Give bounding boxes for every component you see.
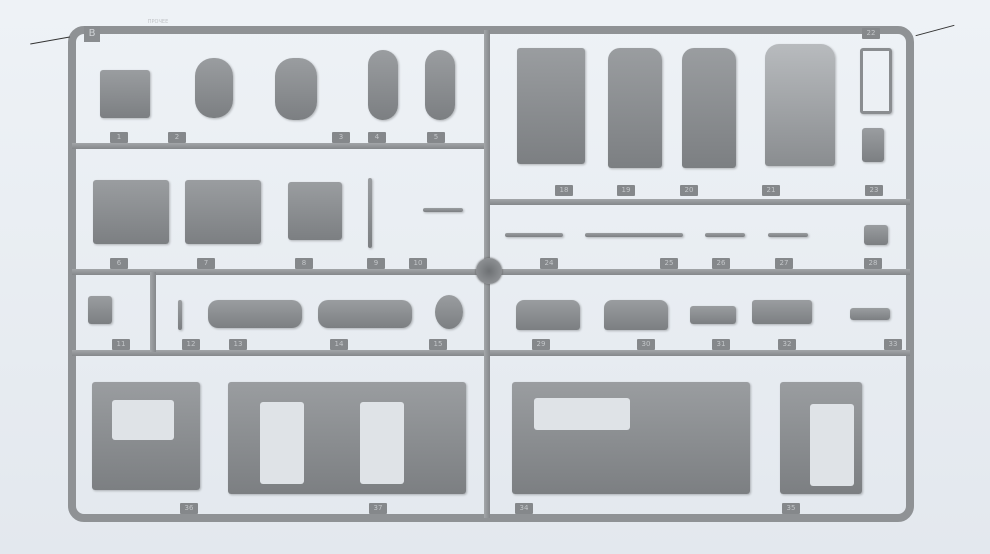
part-number-tag: 36 — [180, 503, 198, 514]
sprue-code: ПРОЧЕЕ — [147, 19, 169, 25]
part-3 — [275, 58, 317, 120]
part-10 — [423, 208, 463, 212]
runner — [72, 350, 910, 356]
part-37 — [228, 382, 466, 494]
runner — [487, 199, 910, 205]
part-29 — [516, 300, 580, 330]
part-number-tag: 4 — [368, 132, 386, 143]
part-number-tag: 18 — [555, 185, 573, 196]
part-5 — [425, 50, 455, 120]
part-20 — [682, 48, 736, 168]
part-28 — [864, 225, 888, 245]
part-number-tag: 29 — [532, 339, 550, 350]
part-number-tag: 7 — [197, 258, 215, 269]
part-27 — [768, 233, 808, 237]
part-number-tag: 12 — [182, 339, 200, 350]
part-1 — [100, 70, 150, 118]
part-number-tag: 13 — [229, 339, 247, 350]
part-number-tag: 25 — [660, 258, 678, 269]
sprue-letter: B — [84, 26, 100, 42]
wire — [30, 36, 70, 45]
part-number-tag: 22 — [862, 28, 880, 39]
part-number-tag: 19 — [617, 185, 635, 196]
part-number-tag: 8 — [295, 258, 313, 269]
part-number-tag: 9 — [367, 258, 385, 269]
part-26 — [705, 233, 745, 237]
part-25 — [585, 233, 683, 237]
part-7 — [185, 180, 261, 244]
part-number-tag: 20 — [680, 185, 698, 196]
part-number-tag: 6 — [110, 258, 128, 269]
part-23 — [862, 128, 884, 162]
part-8 — [288, 182, 342, 240]
part-number-tag: 37 — [369, 503, 387, 514]
runner — [150, 272, 156, 352]
part-number-tag: 11 — [112, 339, 130, 350]
part-number-tag: 15 — [429, 339, 447, 350]
part-number-tag: 1 — [110, 132, 128, 143]
wire — [915, 24, 955, 37]
part-6 — [93, 180, 169, 244]
part-number-tag: 31 — [712, 339, 730, 350]
part-34 — [512, 382, 750, 494]
part-15 — [435, 295, 463, 329]
part-19 — [608, 48, 662, 168]
part-24 — [505, 233, 563, 237]
part-13 — [208, 300, 302, 328]
part-number-tag: 23 — [865, 185, 883, 196]
part-number-tag: 33 — [884, 339, 902, 350]
sprue-hub — [476, 258, 502, 284]
part-36 — [92, 382, 200, 490]
part-11 — [88, 296, 112, 324]
part-14 — [318, 300, 412, 328]
part-number-tag: 14 — [330, 339, 348, 350]
part-number-tag: 2 — [168, 132, 186, 143]
part-number-tag: 3 — [332, 132, 350, 143]
part-33 — [850, 308, 890, 320]
part-22 — [860, 48, 892, 114]
part-32 — [752, 300, 812, 324]
part-21 — [765, 44, 835, 166]
part-4 — [368, 50, 398, 120]
part-number-tag: 26 — [712, 258, 730, 269]
part-number-tag: 28 — [864, 258, 882, 269]
part-9 — [368, 178, 372, 248]
part-12 — [178, 300, 182, 330]
runner — [72, 143, 487, 149]
part-number-tag: 24 — [540, 258, 558, 269]
part-31 — [690, 306, 736, 324]
part-number-tag: 21 — [762, 185, 780, 196]
part-number-tag: 32 — [778, 339, 796, 350]
part-number-tag: 30 — [637, 339, 655, 350]
part-2 — [195, 58, 233, 118]
part-number-tag: 10 — [409, 258, 427, 269]
part-number-tag: 27 — [775, 258, 793, 269]
part-35 — [780, 382, 862, 494]
part-number-tag: 34 — [515, 503, 533, 514]
part-18 — [517, 48, 585, 164]
part-number-tag: 5 — [427, 132, 445, 143]
part-30 — [604, 300, 668, 330]
part-number-tag: 35 — [782, 503, 800, 514]
